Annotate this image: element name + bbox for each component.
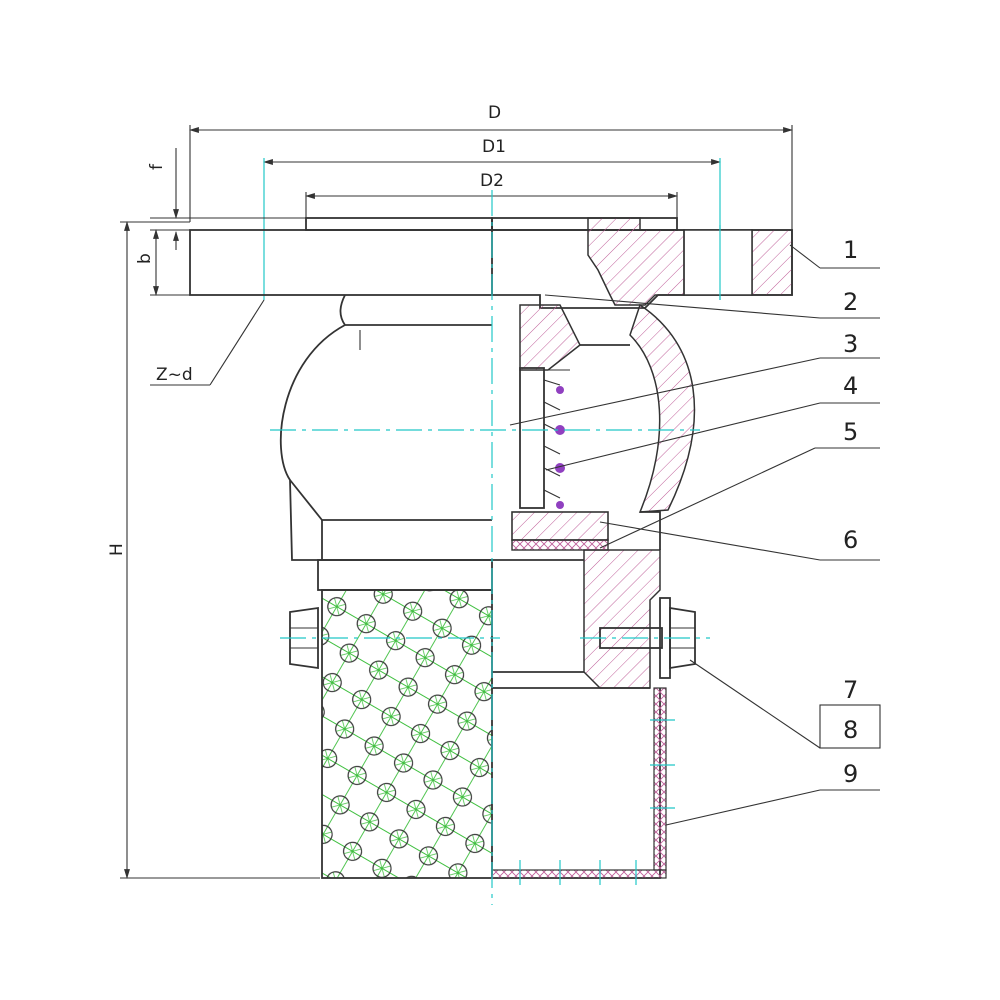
- flange-section-hatch: [751, 229, 793, 296]
- callout-2: 2: [544, 288, 880, 319]
- callout-5: 5: [599, 418, 880, 549]
- callout-4: 4: [545, 372, 880, 471]
- dim-label-H: H: [107, 543, 127, 556]
- callout-label-8: 8: [843, 716, 858, 744]
- callout-1: 1: [789, 236, 880, 269]
- callout-label-2: 2: [843, 288, 858, 316]
- valve-body-exterior: [279, 294, 493, 591]
- callout-label-5: 5: [843, 418, 858, 446]
- valve-seal: [511, 539, 609, 551]
- valve-body-section: [492, 303, 696, 689]
- dimension-b: b: [135, 229, 190, 296]
- spring-assembly: [519, 367, 570, 509]
- callout-7-8: 7 8: [689, 659, 881, 749]
- flange-left-half: [189, 217, 493, 296]
- strainer-section: [491, 687, 675, 885]
- strainer-mesh: [321, 589, 493, 879]
- dim-label-b: b: [135, 253, 155, 264]
- body-lower-section: [583, 549, 661, 689]
- callout-label-9: 9: [843, 760, 858, 788]
- callout-label-1: 1: [843, 236, 858, 264]
- dim-label-D1: D1: [482, 137, 506, 157]
- spring-coil: [556, 386, 564, 394]
- callout-label-3: 3: [843, 330, 858, 358]
- valve-disc: [511, 511, 609, 541]
- dim-label-D: D: [488, 103, 501, 123]
- valve-seat-section: [587, 217, 685, 306]
- dimension-H: H: [107, 221, 320, 879]
- bolt-holes-callout: Z~d: [150, 299, 265, 386]
- callout-label-6: 6: [843, 526, 858, 554]
- dim-label-Zd: Z~d: [156, 365, 193, 385]
- dimension-D: D: [189, 103, 793, 230]
- callout-label-4: 4: [843, 372, 858, 400]
- flange-bolt-hole: [683, 229, 753, 296]
- spring-coil: [555, 463, 565, 473]
- dimension-f: f: [147, 148, 306, 250]
- spring-coil: [555, 425, 565, 435]
- flange-right-half: [491, 217, 793, 309]
- callout-6: 6: [599, 521, 880, 561]
- callout-label-7: 7: [843, 676, 858, 704]
- dim-label-D2: D2: [480, 171, 504, 191]
- dim-label-f: f: [147, 163, 167, 170]
- valve-guide-section: [519, 304, 581, 371]
- spring-coil: [556, 501, 564, 509]
- callout-9: 9: [665, 760, 880, 826]
- callout-3: 3: [509, 330, 880, 426]
- bolt-left: [289, 606, 319, 670]
